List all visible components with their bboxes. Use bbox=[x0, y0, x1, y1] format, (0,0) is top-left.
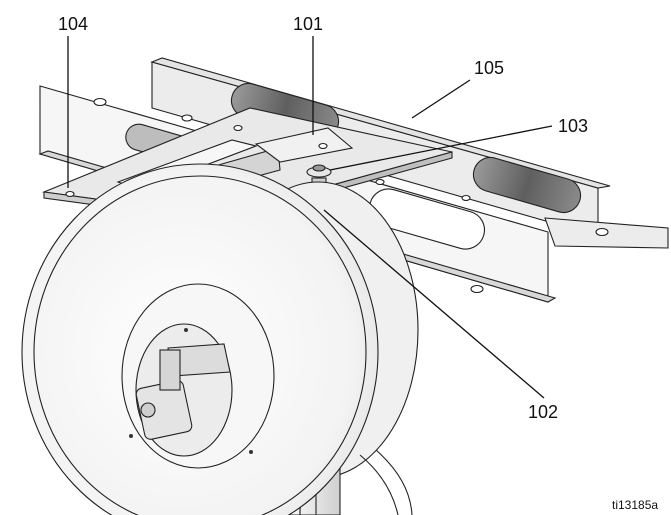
swivel-body bbox=[135, 380, 193, 440]
plate-hole bbox=[318, 142, 328, 150]
callout-105: 105 bbox=[474, 58, 504, 78]
slot-front-right bbox=[368, 188, 486, 250]
plate-hole bbox=[375, 178, 385, 186]
callout-103: 103 bbox=[558, 116, 588, 136]
bracket-hole bbox=[93, 97, 107, 107]
leader-105 bbox=[411, 79, 471, 119]
bracket-hole bbox=[470, 284, 484, 294]
flange-rim bbox=[33, 175, 367, 515]
callout-104: 104 bbox=[58, 14, 88, 34]
hub-screw bbox=[249, 450, 253, 454]
plate-clamp-101 bbox=[254, 127, 354, 163]
swivel-elbow bbox=[135, 343, 231, 440]
figure-id: ti13185a bbox=[612, 498, 658, 512]
washer-hole bbox=[312, 164, 326, 172]
leader-lines bbox=[67, 36, 553, 399]
plate-hole bbox=[65, 190, 75, 198]
leader-102 bbox=[323, 209, 545, 399]
slot-back-right bbox=[472, 156, 582, 214]
plate-hole bbox=[233, 124, 243, 132]
swivel-neck bbox=[159, 349, 181, 391]
bracket-hole bbox=[181, 114, 193, 122]
bracket-hole bbox=[595, 227, 609, 237]
bracket-hole bbox=[461, 194, 471, 202]
hub-screw bbox=[129, 434, 133, 438]
leader-103 bbox=[329, 125, 553, 171]
hose-lower-left bbox=[359, 454, 399, 515]
swivel-port bbox=[140, 402, 156, 418]
hub-screw bbox=[184, 328, 188, 332]
callout-102: 102 bbox=[528, 402, 558, 422]
hose-lower-right bbox=[375, 449, 413, 515]
hose-reel bbox=[21, 163, 419, 515]
callout-101: 101 bbox=[293, 14, 323, 34]
